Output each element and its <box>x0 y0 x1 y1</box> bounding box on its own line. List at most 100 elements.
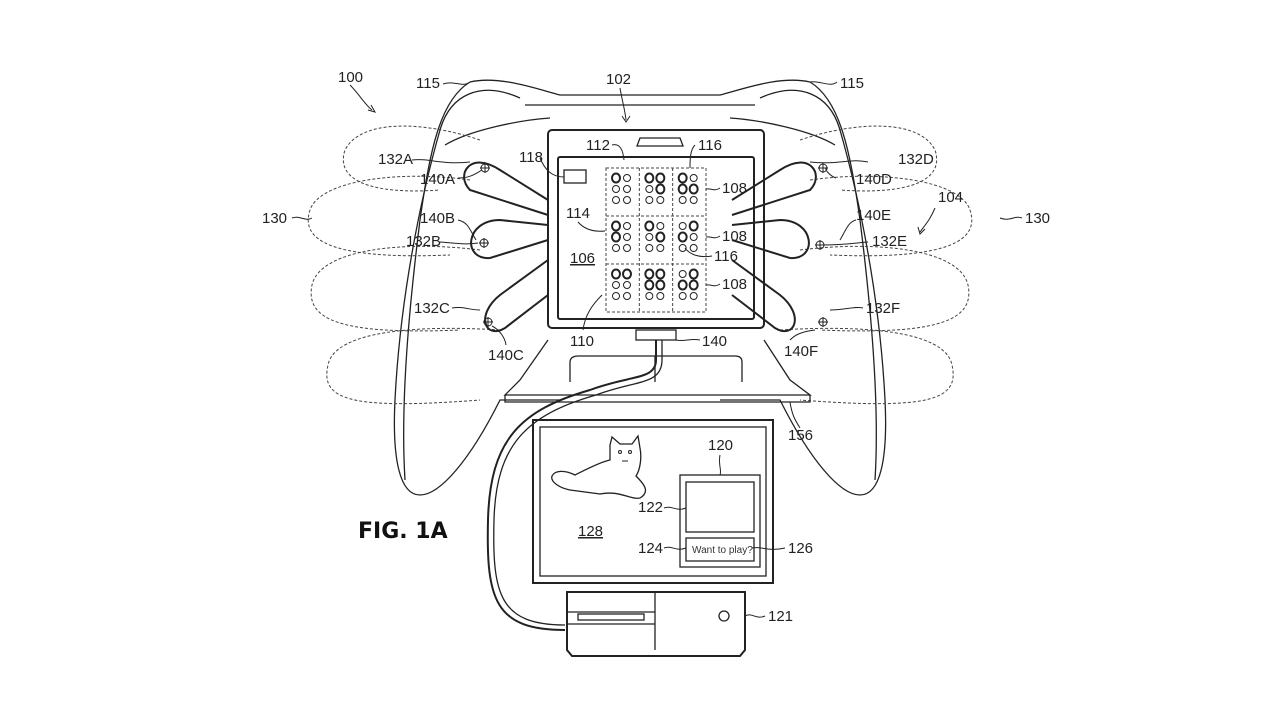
ref-126: 126 <box>788 540 813 557</box>
braille-dot-flat <box>645 185 654 193</box>
ref-140F: 140F <box>784 343 818 360</box>
ref-120: 120 <box>708 437 733 454</box>
ref-132B: 132B <box>406 233 441 250</box>
braille-dot-flat <box>656 196 665 204</box>
braille-dot-flat <box>656 222 665 230</box>
ref-140: 140 <box>702 333 727 350</box>
stand-top <box>503 339 812 396</box>
paddle-132F <box>731 259 796 333</box>
ref-132D: 132D <box>898 151 934 168</box>
cat-eye-left <box>618 450 622 454</box>
braille-dot-flat <box>645 233 654 241</box>
ref-132E: 132E <box>872 233 907 250</box>
paddle-132E <box>731 218 810 260</box>
braille-dot-flat <box>678 196 687 204</box>
braille-dot-flat <box>623 281 631 289</box>
ref-132F: 132F <box>866 300 900 317</box>
braille-dot-flat <box>623 174 631 182</box>
braille-dot-flat <box>612 281 620 289</box>
sensor-140B-icon <box>479 238 489 248</box>
braille-dot-flat <box>678 270 687 278</box>
ref-112: 112 <box>586 137 610 154</box>
hand-left-finger-3 <box>310 245 481 332</box>
device-housing <box>547 129 765 329</box>
braille-dot-raised <box>611 172 621 184</box>
ref-130-right: 130 <box>1025 210 1050 227</box>
sensor-140A-icon <box>480 163 490 173</box>
braille-dot-raised <box>688 183 699 195</box>
ref-108-c: 108 <box>722 276 747 293</box>
braille-dot-flat <box>689 174 698 182</box>
sensor-140F-icon <box>818 317 828 327</box>
braille-dot-raised <box>611 268 621 280</box>
braille-cells <box>606 168 706 312</box>
braille-dot-flat <box>689 292 698 300</box>
braille-dot-flat <box>645 196 654 204</box>
popup-message: Want to play? <box>692 545 753 556</box>
hand-right-finger-4 <box>779 327 954 405</box>
hand-right-finger-2 <box>809 175 973 257</box>
ref-104: 104 <box>938 189 963 206</box>
controller-right-outer <box>809 81 877 481</box>
ref-128: 128 <box>578 523 603 540</box>
braille-dot-flat <box>678 244 687 252</box>
sensor-140C-icon <box>483 317 493 327</box>
braille-dot-flat <box>612 244 620 252</box>
braille-dot-raised <box>655 268 666 280</box>
controller-left-grip <box>393 89 560 496</box>
braille-dot-raised <box>622 268 632 280</box>
braille-dot-flat <box>623 222 631 230</box>
tv-frame <box>532 419 774 584</box>
braille-dot-flat <box>645 244 654 252</box>
ref-121: 121 <box>768 608 793 625</box>
braille-dot-flat <box>612 292 620 300</box>
braille-dot-raised <box>655 183 666 195</box>
ref-118: 118 <box>519 149 543 166</box>
braille-dot-flat <box>689 244 698 252</box>
ref-110: 110 <box>570 333 594 350</box>
braille-dot-flat <box>623 185 631 193</box>
console-disc-slot <box>577 613 645 621</box>
braille-dot-raised <box>688 220 699 232</box>
device-latch <box>636 137 684 147</box>
console <box>566 591 746 657</box>
controller-left-outer <box>403 81 471 481</box>
braille-dot-flat <box>623 292 631 300</box>
braille-dot-raised <box>655 279 666 291</box>
braille-dot-raised <box>611 220 621 232</box>
braille-dot-flat <box>656 292 665 300</box>
display-panel <box>557 156 755 320</box>
braille-dot-raised <box>644 279 655 291</box>
ref-130-left: 130 <box>262 210 287 227</box>
braille-dot-raised <box>677 231 688 243</box>
paddle-132B <box>470 218 549 260</box>
popup-image <box>685 481 755 533</box>
ref-115-left: 115 <box>416 75 440 92</box>
braille-dot-flat <box>612 196 620 204</box>
cable <box>486 340 657 631</box>
braille-dot-flat <box>623 196 631 204</box>
trigger-left <box>444 117 551 146</box>
ref-124: 124 <box>638 540 663 557</box>
braille-dot-flat <box>623 233 631 241</box>
braille-grid <box>605 167 707 313</box>
ref-132A: 132A <box>378 151 413 168</box>
braille-dot-flat <box>612 185 620 193</box>
ref-140C: 140C <box>488 347 524 364</box>
braille-dot-flat <box>689 196 698 204</box>
braille-dot-raised <box>677 279 688 291</box>
braille-dot-raised <box>611 231 621 243</box>
ref-132C: 132C <box>414 300 450 317</box>
stand-base <box>504 395 811 403</box>
ref-108-a: 108 <box>722 180 747 197</box>
braille-dot-flat <box>689 233 698 241</box>
braille-dot-raised <box>677 172 688 184</box>
tv-screen <box>539 426 767 577</box>
ref-115-right: 115 <box>840 75 864 92</box>
sensor-140D-icon <box>818 163 828 173</box>
paddle-132C <box>484 259 549 333</box>
ref-140E: 140E <box>856 207 891 224</box>
cat-eye-right <box>628 450 632 454</box>
braille-dot-raised <box>677 183 688 195</box>
